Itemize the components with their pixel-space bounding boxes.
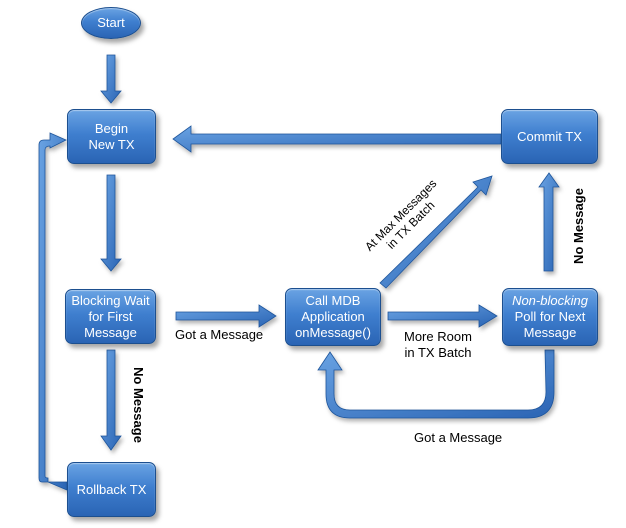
poll-next-rest: Poll for Next Message <box>514 309 586 340</box>
arrow-begin-to-blocking <box>100 174 122 272</box>
edge-label-no-message-right: No Message <box>570 188 586 264</box>
start-label: Start <box>97 15 125 30</box>
commit-tx-label: Commit TX <box>517 128 582 144</box>
call-mdb-node: Call MDB Application onMessage() <box>285 288 381 346</box>
arrow-commit-to-begin <box>172 125 502 153</box>
blocking-wait-node: Blocking Wait for First Message <box>65 289 156 344</box>
poll-next-label: Non-blocking Poll for Next Message <box>507 293 593 341</box>
arrow-blocking-to-call <box>175 304 277 328</box>
rollback-tx-node: Rollback TX <box>67 462 156 517</box>
begin-new-tx-label: Begin New TX <box>88 120 135 152</box>
commit-tx-node: Commit TX <box>501 109 598 164</box>
arrow-poll-to-commit <box>538 172 560 272</box>
poll-next-italic: Non-blocking <box>512 293 588 308</box>
arrow-rollback-loop-to-begin <box>38 132 68 491</box>
edge-label-more-room: More Room in TX Batch <box>404 329 472 361</box>
poll-next-node: Non-blocking Poll for Next Message <box>502 288 598 346</box>
start-node: Start <box>81 7 141 39</box>
rollback-tx-label: Rollback TX <box>76 481 147 497</box>
edge-label-got-message-1: Got a Message <box>175 327 264 342</box>
edge-label-got-message-2: Got a Message <box>414 430 503 445</box>
arrow-poll-loop-to-call <box>317 349 555 419</box>
blocking-wait-label: Blocking Wait for First Message <box>71 292 150 340</box>
edge-label-more-room-1: More Room <box>404 329 472 344</box>
arrow-call-to-poll <box>387 304 498 328</box>
call-mdb-label: Call MDB Application onMessage() <box>295 293 371 340</box>
edge-label-more-room-2: in TX Batch <box>404 345 472 360</box>
begin-new-tx-node: Begin New TX <box>67 109 156 164</box>
arrow-start-to-begin <box>100 54 122 104</box>
arrow-call-to-commit <box>379 175 493 289</box>
edge-label-no-message-left: No Message <box>130 367 146 443</box>
arrow-blocking-to-rollback <box>100 349 122 451</box>
